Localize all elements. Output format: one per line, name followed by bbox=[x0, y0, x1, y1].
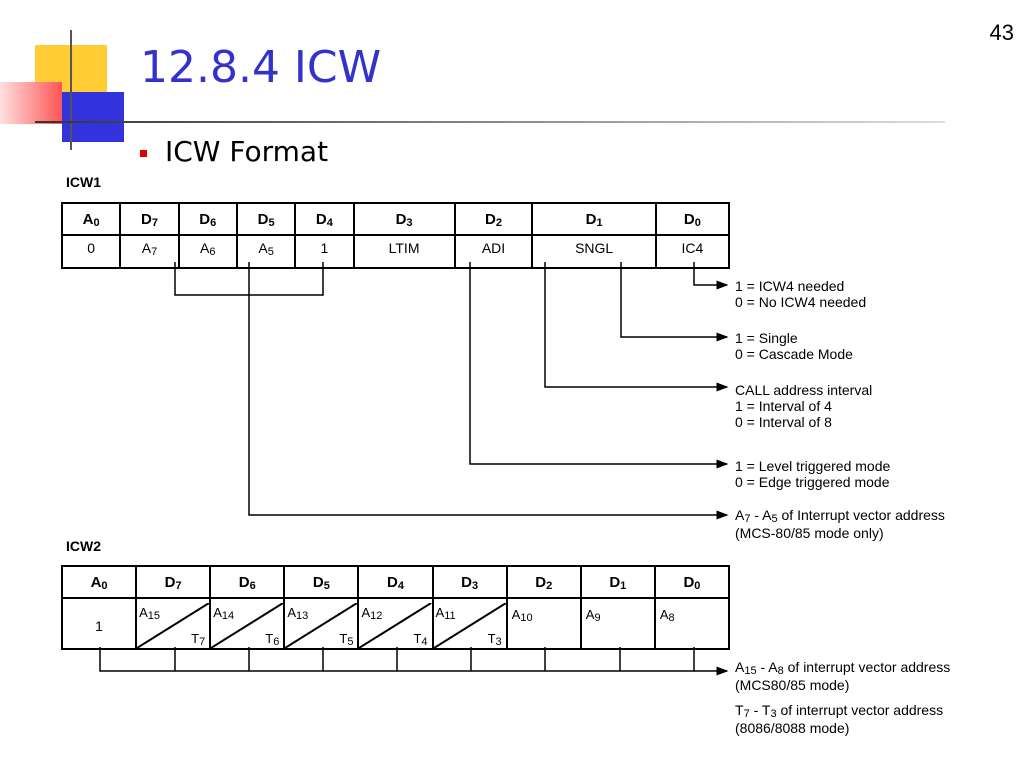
note-line: 0 = Cascade Mode bbox=[735, 346, 853, 362]
icw2-value-cell: A8 bbox=[653, 597, 731, 650]
icw2-value-cell: A9 bbox=[579, 597, 656, 650]
decor-vertical-line bbox=[70, 30, 72, 150]
icw1-value-cell: A6 bbox=[177, 234, 238, 269]
note-line: 0 = No ICW4 needed bbox=[735, 294, 867, 310]
icw1-value-cell: 1 bbox=[294, 234, 355, 269]
icw2-value-cell: A10 bbox=[505, 597, 582, 650]
icw1-note-adi: CALL address interval 1 = Interval of 4 … bbox=[735, 382, 872, 430]
note-line: 1 = Level triggered mode bbox=[735, 458, 891, 474]
icw1-note-vector: A7 - A5 of Interrupt vector address (MCS… bbox=[735, 507, 945, 541]
bullet-marker-icon bbox=[140, 150, 147, 157]
decor-blue-block bbox=[62, 92, 124, 142]
icw2-header-cell: D3 bbox=[431, 565, 508, 599]
icw1-note-sngl: 1 = Single 0 = Cascade Mode bbox=[735, 330, 853, 362]
icw2-pair-cell: A14 T6 bbox=[209, 597, 286, 650]
note-line: 1 = ICW4 needed bbox=[735, 278, 845, 294]
icw2-bracket-tick bbox=[174, 647, 621, 671]
adi-connector bbox=[544, 262, 729, 392]
icw2-value-row: 1 A15 T7 A14 T6 A13 T5 A12 T4 A11 T3 A10… bbox=[60, 597, 731, 650]
icw1-value-cell: A5 bbox=[235, 234, 297, 269]
icw1-header-cell: D3 bbox=[352, 202, 456, 236]
icw2-header-cell: D1 bbox=[579, 565, 656, 599]
icw2-header-cell: D5 bbox=[283, 565, 360, 599]
icw2-note-vector: A15 - A8 of interrupt vector address (MC… bbox=[735, 659, 950, 693]
diagonal-divider bbox=[137, 603, 210, 648]
icw1-value-cell: SNGL bbox=[531, 234, 657, 269]
icw1-table: A0 D7 D6 D5 D4 D3 D2 D1 D0 0 A7 A6 A5 1 … bbox=[60, 202, 731, 269]
icw1-value-cell: LTIM bbox=[352, 234, 456, 269]
diagonal-divider bbox=[211, 603, 284, 648]
note-line: (8086/8088 mode) bbox=[735, 720, 850, 736]
icw1-header-cell: D2 bbox=[453, 202, 534, 236]
icw2-label: ICW2 bbox=[66, 538, 101, 554]
note-line: 0 = Interval of 8 bbox=[735, 414, 832, 430]
note-line: CALL address interval bbox=[735, 382, 873, 398]
bullet-text: ICW Format bbox=[165, 135, 329, 168]
icw1-header-cell: D5 bbox=[235, 202, 297, 236]
icw1-value-cell: IC4 bbox=[654, 234, 731, 269]
note-line: (MCS-80/85 mode only) bbox=[735, 525, 884, 541]
diagonal-divider bbox=[359, 603, 432, 648]
icw2-pair-cell: A13 T5 bbox=[283, 597, 360, 650]
icw1-header-cell: D1 bbox=[531, 202, 657, 236]
icw2-header-cell: D4 bbox=[357, 565, 434, 599]
icw2-header-cell: A0 bbox=[60, 565, 138, 599]
icw1-header-row: A0 D7 D6 D5 D4 D3 D2 D1 D0 bbox=[60, 202, 731, 236]
icw1-value-cell: A7 bbox=[119, 234, 180, 269]
icw1-note-ltim: 1 = Level triggered mode 0 = Edge trigge… bbox=[735, 458, 890, 490]
icw1-header-cell: D0 bbox=[654, 202, 731, 236]
note-line: 1 = Single bbox=[735, 330, 798, 346]
icw2-pair-cell: A15 T7 bbox=[135, 597, 212, 650]
icw2-value-cell: 1 bbox=[60, 597, 138, 650]
icw1-label: ICW1 bbox=[66, 174, 101, 190]
decor-horizontal-line bbox=[35, 121, 945, 123]
slide-title: 12.8.4 ICW bbox=[140, 42, 382, 93]
icw1-header-cell: D6 bbox=[177, 202, 238, 236]
icw1-note-ic4: 1 = ICW4 needed 0 = No ICW4 needed bbox=[735, 278, 866, 310]
icw1-value-cell: 0 bbox=[60, 234, 122, 269]
note-line: A7 - A5 of Interrupt vector address bbox=[735, 507, 945, 525]
note-line: 1 = Interval of 4 bbox=[735, 398, 832, 414]
note-line: A15 - A8 of interrupt vector address bbox=[735, 659, 951, 677]
icw1-header-cell: D7 bbox=[119, 202, 180, 236]
icw2-note-t-bits: T7 - T3 of interrupt vector address (808… bbox=[735, 702, 943, 736]
icw2-pair-cell: A12 T4 bbox=[357, 597, 434, 650]
note-line: 0 = Edge triggered mode bbox=[735, 474, 890, 490]
icw1-header-cell: A0 bbox=[60, 202, 122, 236]
note-line: T7 - T3 of interrupt vector address bbox=[735, 702, 944, 720]
page-number: 43 bbox=[989, 20, 1014, 45]
a7-a5-connector bbox=[248, 262, 729, 520]
icw2-header-cell: D6 bbox=[209, 565, 286, 599]
icw2-header-cell: D2 bbox=[505, 565, 582, 599]
note-line: (MCS80/85 mode) bbox=[735, 677, 850, 693]
icw1-header-cell: D4 bbox=[294, 202, 355, 236]
decor-red-block bbox=[0, 82, 62, 124]
ic4-connector bbox=[693, 262, 729, 290]
icw2-header-cell: D0 bbox=[653, 565, 731, 599]
diagonal-divider bbox=[285, 603, 358, 648]
icw2-header-cell: D7 bbox=[135, 565, 212, 599]
icw2-header-row: A0 D7 D6 D5 D4 D3 D2 D1 D0 bbox=[60, 565, 731, 599]
ltim-connector bbox=[469, 262, 729, 469]
icw1-value-row: 0 A7 A6 A5 1 LTIM ADI SNGL IC4 bbox=[60, 234, 731, 269]
icw2-table: A0 D7 D6 D5 D4 D3 D2 D1 D0 1 A15 T7 A14 … bbox=[60, 565, 731, 650]
bullet-item: ICW Format bbox=[140, 135, 328, 168]
icw2-pair-cell: A11 T3 bbox=[431, 597, 508, 650]
diagonal-divider bbox=[433, 603, 506, 648]
icw1-value-cell: ADI bbox=[453, 234, 534, 269]
sngl-connector bbox=[620, 262, 729, 342]
